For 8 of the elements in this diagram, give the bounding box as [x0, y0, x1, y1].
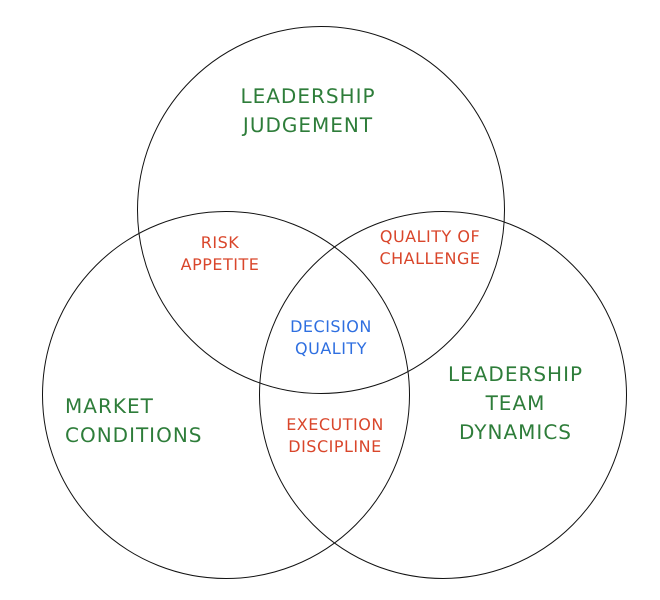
overlap-label: EXECUTION DISCIPLINE: [285, 414, 385, 458]
set-label: MARKET CONDITIONS: [65, 393, 204, 449]
set-label: LEADERSHIP JUDGEMENT: [239, 83, 377, 139]
overlap-label: RISK APPETITE: [180, 232, 260, 276]
set-label: LEADERSHIP TEAM DYNAMICS: [446, 361, 584, 446]
overlap-label: QUALITY OF CHALLENGE: [378, 226, 482, 270]
venn-circle: [259, 211, 627, 579]
overlap-label: DECISION QUALITY: [289, 316, 373, 360]
